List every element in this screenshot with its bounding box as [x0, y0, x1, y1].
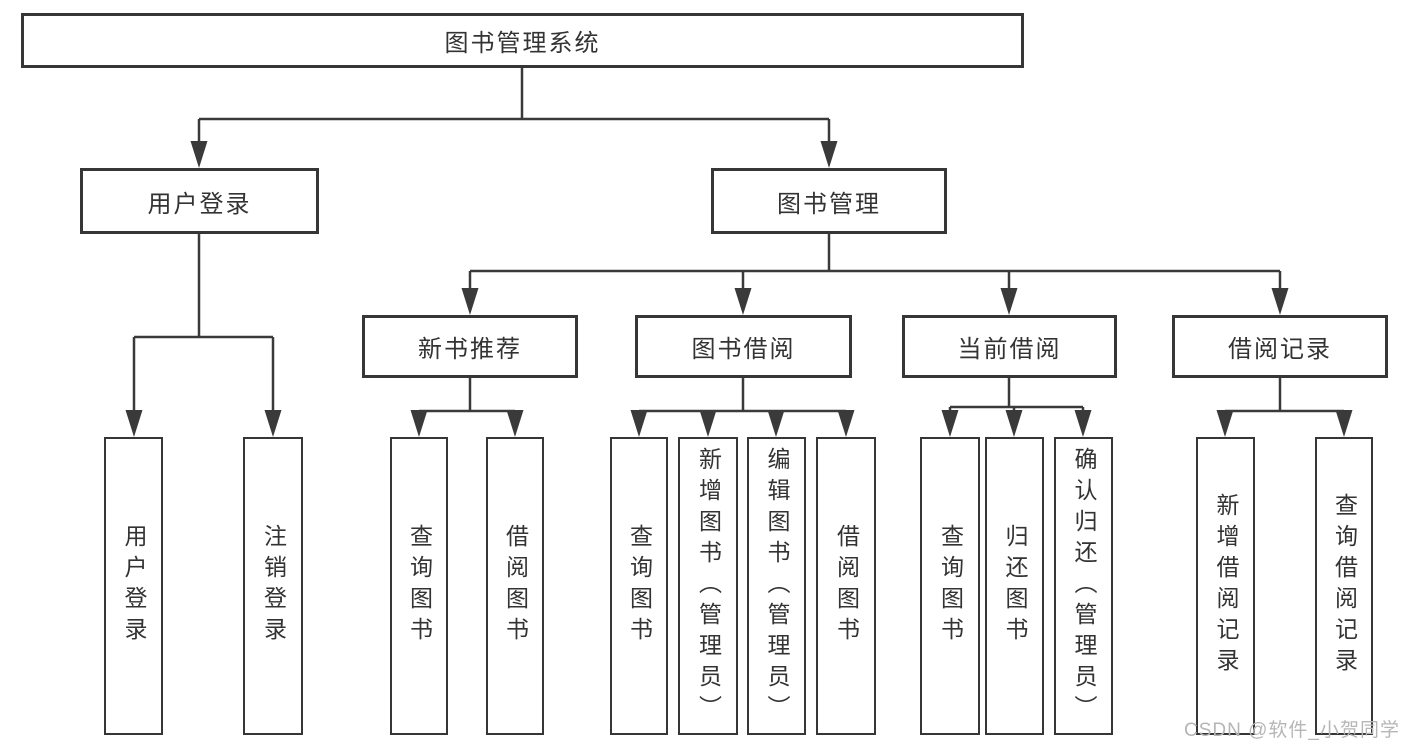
leaf-return-book: 归还图书 [985, 437, 1044, 735]
node-label: 新书推荐 [418, 336, 522, 363]
node-label: 确认归还（管理员） [1071, 446, 1097, 726]
node-label: 查询图书 [626, 524, 653, 648]
node-new-book-recommend: 新书推荐 [362, 315, 578, 378]
node-current-borrow: 当前借阅 [902, 315, 1117, 378]
leaf-edit-book-admin: 编辑图书（管理员） [747, 437, 806, 735]
node-label: 借阅图书 [502, 524, 529, 648]
node-label: 用户登录 [147, 190, 252, 218]
node-label: 归还图书 [1002, 524, 1028, 648]
csdn-watermark: CSDN @软件_小贺同学 [1184, 720, 1400, 741]
leaf-query-borrow-record: 查询借阅记录 [1315, 437, 1373, 735]
node-label: 编辑图书（管理员） [764, 446, 790, 726]
node-label: 查询图书 [406, 524, 433, 648]
node-label: 用户登录 [121, 524, 147, 648]
leaf-query-book-current: 查询图书 [920, 437, 980, 735]
leaf-add-borrow-record: 新增借阅记录 [1196, 437, 1255, 735]
leaf-user-login: 用户登录 [104, 437, 163, 735]
node-book-management: 图书管理 [711, 168, 947, 234]
node-label: 图书管理 [777, 190, 881, 218]
node-borrow-records: 借阅记录 [1172, 315, 1388, 378]
node-label: 查询图书 [937, 524, 964, 648]
leaf-confirm-return-admin: 确认归还（管理员） [1054, 437, 1113, 735]
arrowheads [125, 141, 1353, 437]
node-label: 借阅图书 [833, 524, 860, 648]
node-label: 查询借阅记录 [1331, 493, 1358, 679]
node-label: 新增借阅记录 [1213, 493, 1239, 679]
node-label: 当前借阅 [957, 336, 1062, 363]
node-user-login: 用户登录 [80, 168, 319, 234]
leaf-borrow-book-recommend: 借阅图书 [486, 437, 544, 735]
leaf-add-book-admin: 新增图书（管理员） [678, 437, 738, 735]
node-book-borrow: 图书借阅 [635, 315, 852, 378]
node-root: 图书管理系统 [21, 13, 1024, 68]
leaf-query-book-borrow: 查询图书 [610, 437, 668, 735]
node-label: 借阅记录 [1228, 336, 1332, 363]
node-label: 图书借阅 [691, 336, 796, 363]
leaf-query-book-recommend: 查询图书 [390, 437, 448, 735]
leaf-logout: 注销登录 [243, 437, 303, 735]
leaf-borrow-book: 借阅图书 [816, 437, 876, 735]
node-label: 图书管理系统 [444, 30, 601, 57]
node-label: 新增图书（管理员） [695, 446, 722, 726]
node-label: 注销登录 [260, 524, 287, 648]
